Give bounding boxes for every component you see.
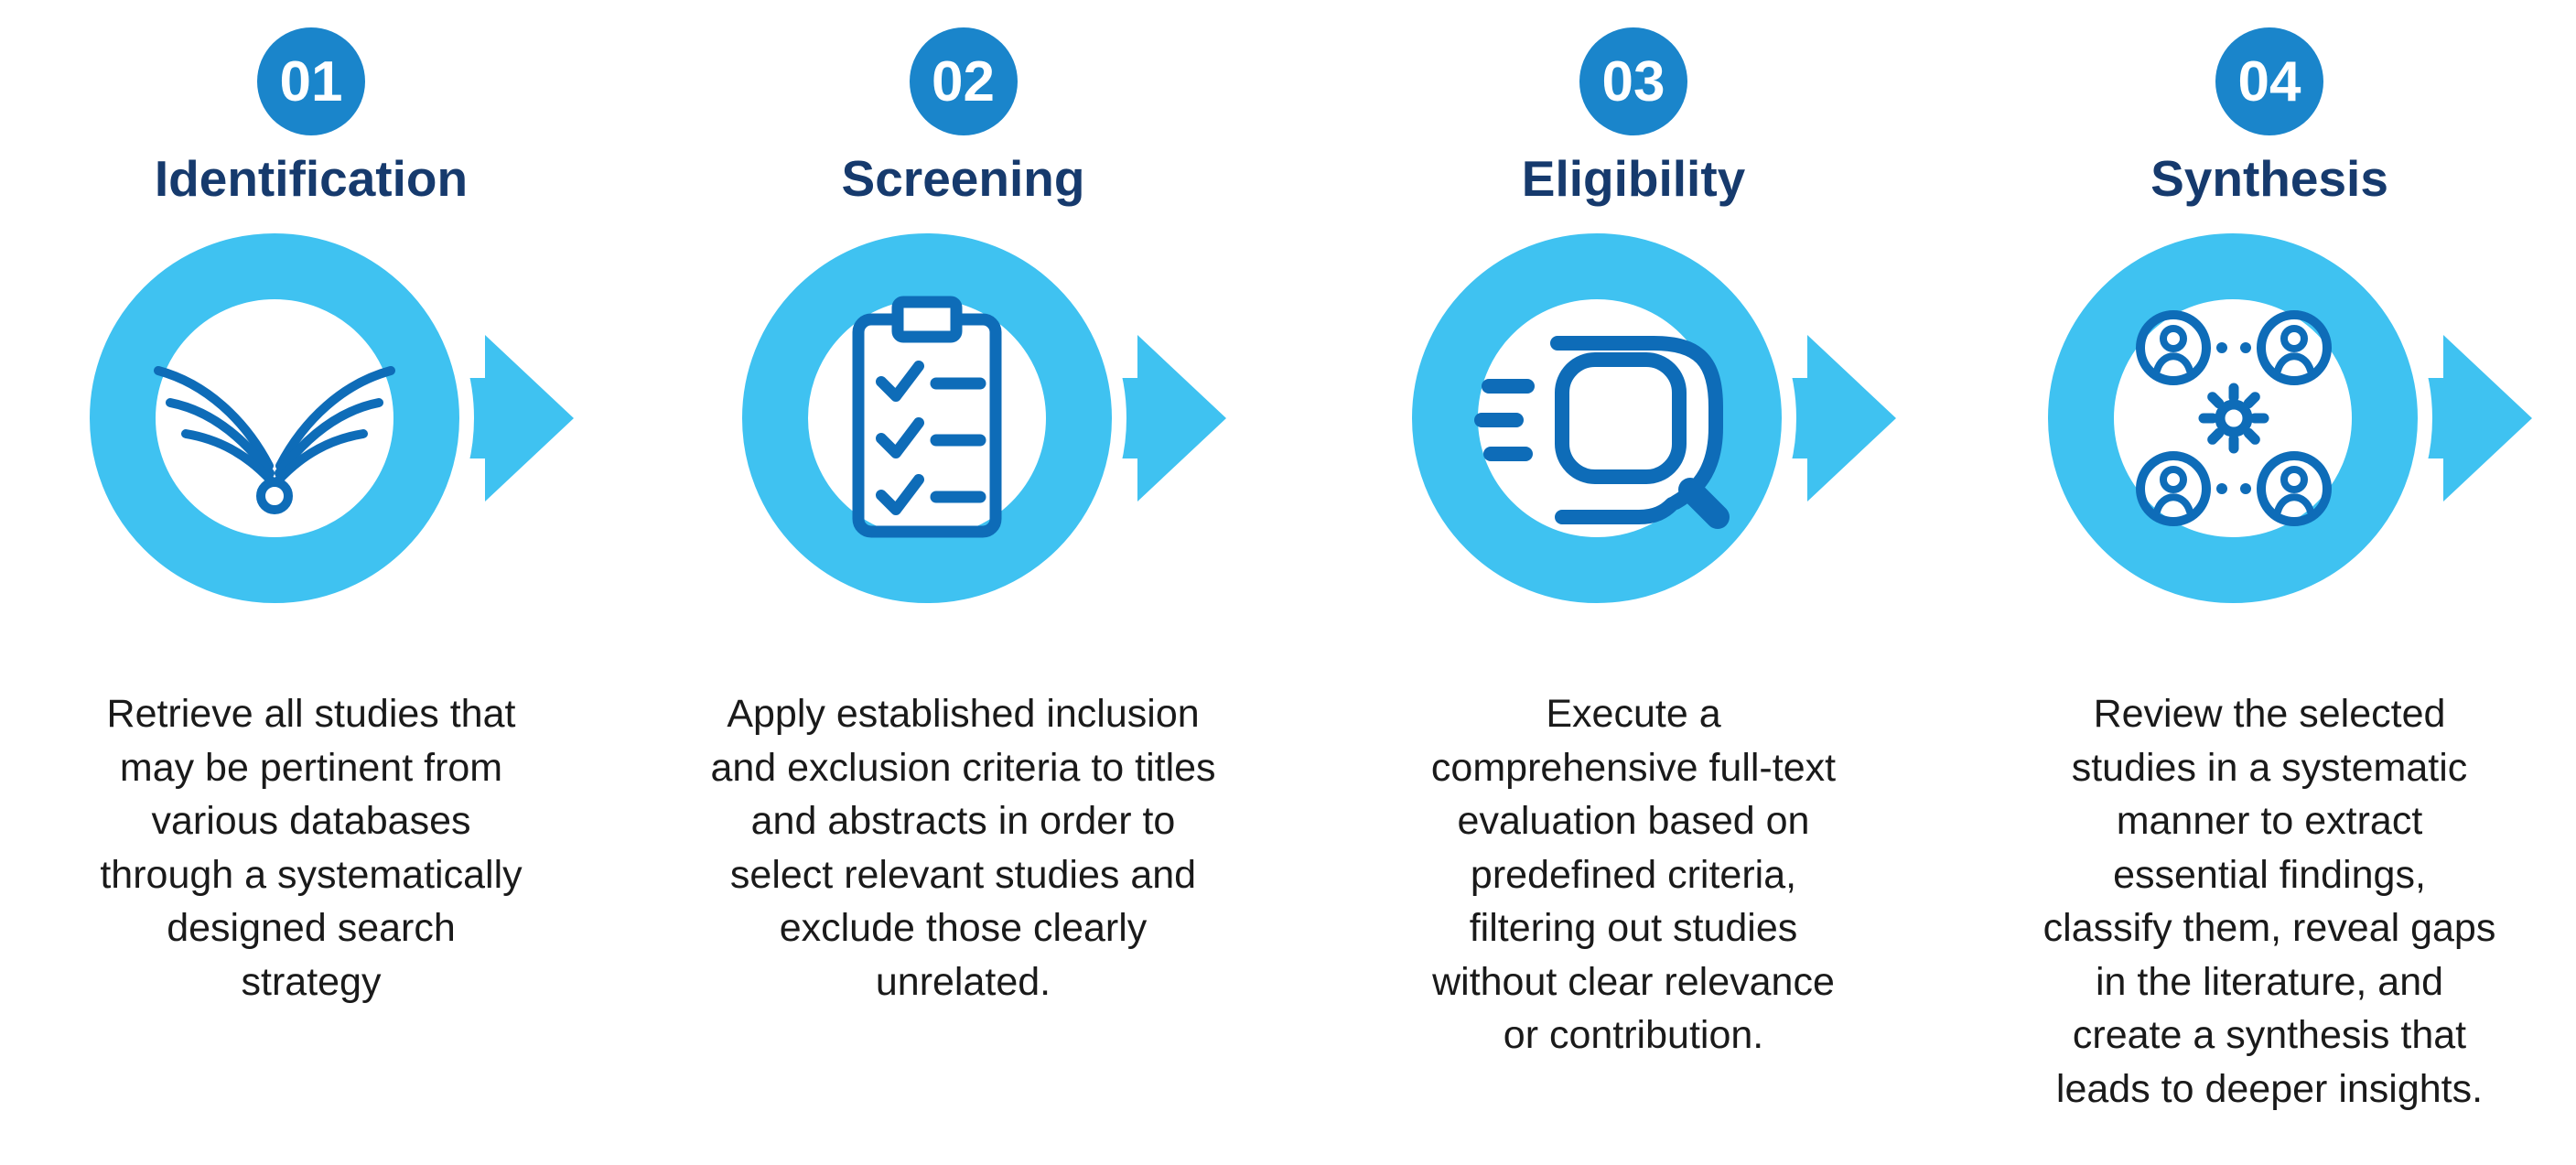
step-number-badge: 03 (1579, 27, 1687, 135)
step-description: Apply established inclusion and exclusio… (710, 692, 1216, 1004)
circle-arrow-graphic (1967, 208, 2576, 656)
step-description: Execute a comprehensive full-text evalua… (1430, 692, 1837, 1058)
checklist-clipboard-icon (852, 296, 1001, 538)
step-synthesis: 04 Synthesis (1963, 0, 2576, 1165)
step-number: 01 (279, 49, 343, 113)
team-gear-icon (2136, 310, 2332, 527)
fast-magnifier-icon (1474, 336, 1730, 530)
step-title: Screening (841, 150, 1085, 207)
gear-icon (2198, 383, 2269, 454)
step-number-badge: 04 (2215, 27, 2323, 135)
step-number-badge: 02 (909, 27, 1018, 135)
step-number: 03 (1601, 49, 1665, 113)
circle-arrow-graphic (1331, 208, 1972, 656)
open-book-icon (154, 366, 395, 515)
step-title: Eligibility (1521, 150, 1746, 207)
step-number: 02 (932, 49, 995, 113)
step-screening: 02 Screening Apply established (622, 0, 1304, 1165)
step-identification: 01 Identification Retrieve all studies t… (0, 0, 622, 1165)
person-icon (2136, 451, 2211, 527)
step-number-badge: 01 (257, 27, 365, 135)
ring-shape (90, 233, 459, 604)
step-description: Review the selected studies in a systema… (2042, 692, 2496, 1111)
step-title: Identification (154, 150, 469, 207)
step-title: Synthesis (2150, 150, 2388, 207)
step-eligibility: 03 Eligibility Execute a comprehensive f… (1304, 0, 1963, 1165)
person-icon (2136, 310, 2211, 386)
step-description: Retrieve all studies that may be pertine… (100, 692, 523, 1004)
person-icon (2257, 451, 2332, 527)
ring-shape (2048, 233, 2418, 604)
person-icon (2257, 310, 2332, 386)
circle-arrow-graphic (9, 208, 650, 656)
step-number: 04 (2237, 49, 2301, 113)
circle-arrow-graphic (662, 208, 1302, 656)
ring-shape (741, 233, 1112, 604)
